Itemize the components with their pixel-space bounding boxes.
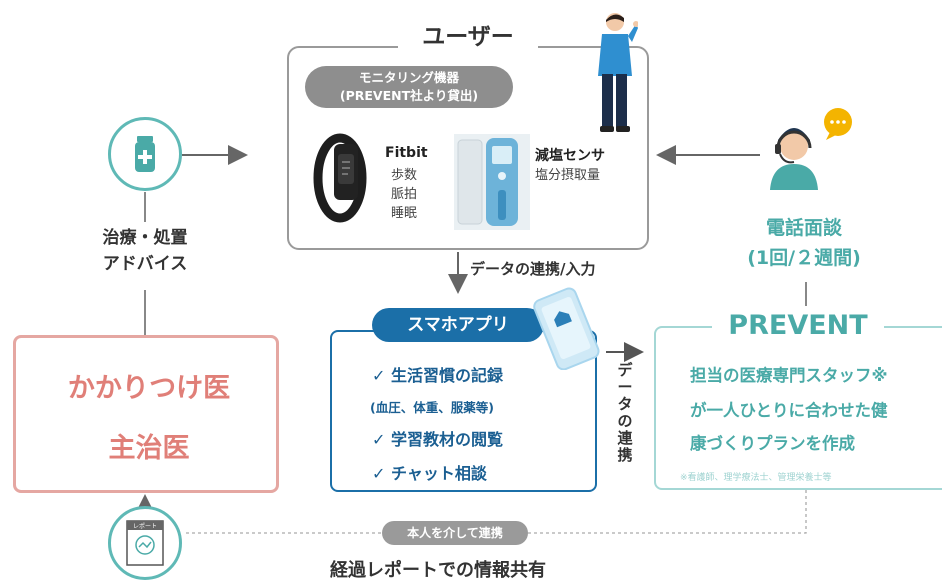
share-via-patient-pill: 本人を介して連携 (382, 521, 528, 545)
app-item-chat-consult: ✓ チャット相談 (372, 464, 487, 483)
family-doctor-label: かかりつけ医 (67, 373, 231, 404)
data-link-input-label: データの連携/入力 (470, 260, 596, 278)
prevent-desc-line2: が一人ひとりに合わせた健 (690, 401, 888, 420)
prevent-desc-line3: 康づくりプランを作成 (690, 434, 855, 453)
attending-doctor-label: 主治医 (108, 433, 190, 464)
salt-sensor-icon (454, 134, 530, 230)
monitoring-device-pill: モニタリング機器 (PREVENT社より貸出) (305, 66, 513, 108)
app-item-lifestyle-detail: (血圧、体重、服薬等) (370, 400, 494, 415)
prevent-desc-line1: 担当の医療専門スタッフ※ (690, 366, 888, 385)
report-icon: レポート (108, 506, 182, 580)
fitbit-title: Fitbit (385, 145, 428, 161)
smartphone-app-frame (330, 330, 597, 492)
fitbit-steps: 歩数 (391, 168, 418, 183)
phone-consultation-title: 電話面談 (765, 217, 842, 239)
monitoring-device-label: モニタリング機器 (358, 70, 459, 85)
treatment-label-line1: 治療・処置 (102, 228, 188, 248)
operator-headset-icon (770, 108, 852, 190)
report-icon-label: レポート (133, 522, 157, 530)
app-item-learning-materials: ✓ 学習教材の閲覧 (372, 430, 503, 449)
salt-sensor-title: 減塩センサ (535, 148, 605, 164)
phone-consultation-frequency: (1回/２週間) (747, 247, 861, 269)
fitbit-sleep: 睡眠 (391, 206, 418, 221)
salt-sensor-sub: 塩分摂取量 (535, 168, 601, 183)
medicine-icon (108, 117, 182, 191)
monitoring-device-source: (PREVENT社より貸出) (339, 88, 479, 103)
user-title: ユーザー (398, 22, 538, 52)
phone-consultation-label: 電話面談 (1回/２週間) (720, 213, 888, 273)
treatment-label-line2: アドバイス (102, 254, 188, 274)
fitbit-device-icon (313, 133, 367, 223)
prevent-staff-note: ※看護師、理学療法士、管理栄養士等 (680, 473, 832, 483)
progress-report-share-label: 経過レポートでの情報共有 (330, 560, 546, 581)
treatment-advice-label: 治療・処置 アドバイス (80, 225, 210, 277)
user-person-icon (598, 13, 638, 132)
data-link-vertical-label: デ ー タ の 連 携 (617, 361, 633, 464)
family-doctor-box: かかりつけ医 主治医 (13, 335, 279, 493)
smartphone-app-title: スマホアプリ (372, 308, 544, 342)
app-item-lifestyle-record: ✓ 生活習慣の記録 (372, 366, 503, 385)
prevent-title: PREVENT (712, 307, 884, 345)
smartphone-icon (533, 287, 600, 370)
fitbit-pulse: 脈拍 (391, 187, 418, 202)
